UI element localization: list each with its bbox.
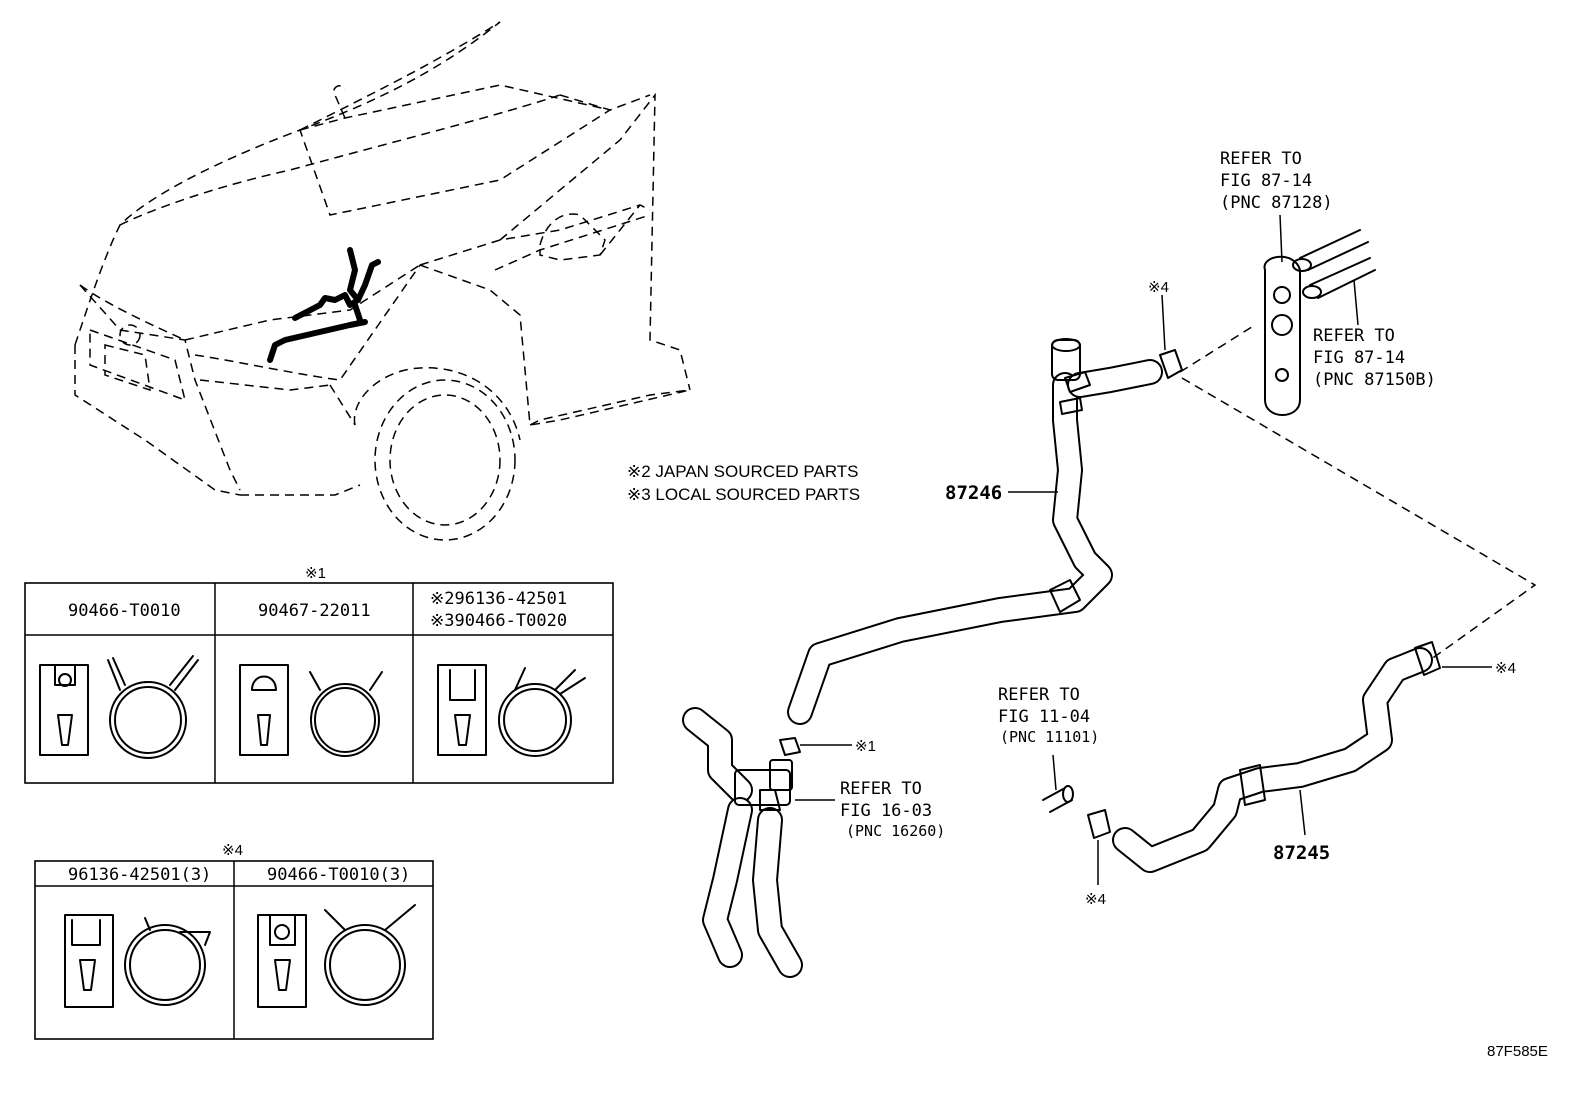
refer-right-title: REFER TO — [1313, 326, 1395, 346]
clamp-top-marker: ※4 — [1148, 279, 1169, 296]
table4-header-2: 90466-T0010(3) — [267, 865, 410, 885]
clamp-bottom-marker: ※4 — [1085, 891, 1106, 908]
clamp-icon — [239, 664, 383, 757]
refer-top-title: REFER TO — [1220, 149, 1302, 169]
figure-code: 87F585E — [1487, 1043, 1548, 1060]
clip-lower-marker: ※1 — [855, 738, 876, 755]
table4-marker: ※4 — [222, 842, 243, 859]
water-valve-assembly — [682, 707, 803, 978]
clamp-icon — [39, 655, 199, 759]
refer-mid-fig: FIG 11-04 — [998, 707, 1090, 727]
note-local: ※3 LOCAL SOURCED PARTS — [627, 485, 860, 504]
leader-line — [1179, 324, 1256, 373]
note-japan: ※2 JAPAN SOURCED PARTS — [627, 462, 859, 481]
hose-87245 — [1112, 641, 1441, 873]
clamp-icon — [64, 914, 211, 1008]
pipe-stub: ※4 — [1042, 754, 1111, 908]
refer-low-fig: FIG 16-03 — [840, 801, 932, 821]
leader-line — [1181, 377, 1537, 661]
clamp-top: ※4 — [1148, 279, 1183, 379]
clamp-right-marker: ※4 — [1495, 660, 1516, 677]
clamp-table-1: ※1 90466-T0010 90467-22011 ※296136-42501… — [24, 565, 614, 784]
table4-header-1: 96136-42501(3) — [68, 865, 211, 885]
refer-mid-pnc: (PNC 11101) — [1000, 728, 1099, 746]
table1-header-3: ※296136-42501 — [430, 589, 567, 609]
grommet — [1263, 214, 1301, 416]
hose-location-highlight — [267, 247, 381, 363]
clamp-icon — [437, 664, 586, 757]
clamp-table-4: ※4 96136-42501(3) 90466-T0010(3) — [34, 842, 434, 1040]
refer-top-fig: FIG 87-14 — [1220, 171, 1312, 191]
refer-low-pnc: (PNC 16260) — [846, 822, 945, 840]
part-number-87245: 87245 — [1273, 842, 1330, 864]
heater-pipes — [1292, 229, 1376, 326]
refer-top-pnc: (PNC 87128) — [1220, 193, 1333, 213]
table1-header-1: 90466-T0010 — [68, 601, 181, 621]
car-outline — [74, 21, 691, 541]
clamp-icon — [257, 904, 416, 1008]
refer-right-fig: FIG 87-14 — [1313, 348, 1405, 368]
table1-marker: ※1 — [305, 565, 326, 582]
part-number-87246: 87246 — [945, 482, 1002, 504]
hose-87246 — [787, 338, 1163, 725]
refer-mid-title: REFER TO — [998, 685, 1080, 705]
refer-low-title: REFER TO — [840, 779, 922, 799]
table1-header-2: 90467-22011 — [258, 601, 371, 621]
refer-right-pnc: (PNC 87150B) — [1313, 370, 1436, 390]
table1-header-4: ※390466-T0020 — [430, 611, 567, 631]
